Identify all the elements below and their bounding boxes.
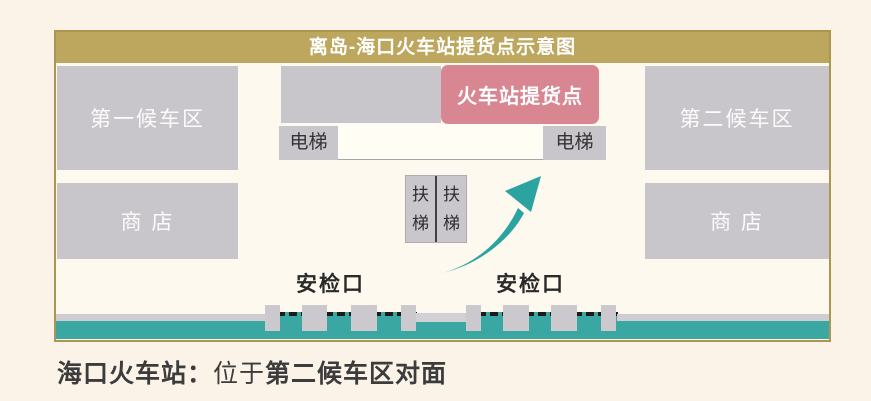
escalator-right-cell: 扶梯 xyxy=(435,176,466,242)
security-pillar xyxy=(551,305,577,331)
caption-station: 海口火车站： xyxy=(57,360,214,388)
zone-label: 商 店 xyxy=(710,211,764,234)
elevator-right-label: 电梯 xyxy=(555,132,594,153)
curb-segment xyxy=(56,314,265,321)
escalator-label: 扶梯 xyxy=(443,185,460,233)
security-gate-1-label: 安检口 xyxy=(296,273,365,296)
escalator-left-cell: 扶梯 xyxy=(406,176,435,242)
caption: 海口火车站：位于第二候车区对面 xyxy=(57,354,447,390)
direction-arrow-icon xyxy=(443,176,541,273)
caption-connector: 位于 xyxy=(213,360,266,388)
security-dashed-line-1 xyxy=(265,312,417,316)
pickup-label: 火车站提货点 xyxy=(457,86,583,108)
security-passage-2 xyxy=(466,312,618,322)
zone-label: 第二候车区 xyxy=(679,108,795,131)
curb-segment xyxy=(415,313,467,322)
diagram-title: 离岛-海口火车站提货点示意图 xyxy=(56,32,829,63)
zone-shop-right: 商 店 xyxy=(645,183,829,259)
security-pillar xyxy=(351,305,377,331)
security-dashed-line-2 xyxy=(466,312,618,316)
security-pillar xyxy=(601,305,616,331)
security-gate-2-label: 安检口 xyxy=(496,273,565,296)
security-passage-1 xyxy=(265,312,417,322)
zone-pickup-point: 火车站提货点 xyxy=(441,65,599,124)
zone-center-block xyxy=(281,66,441,123)
elevator-left-label: 电梯 xyxy=(289,132,328,153)
security-pillar xyxy=(401,305,416,331)
platform-edge-bar xyxy=(56,320,829,339)
escalator-block: 扶梯 扶梯 xyxy=(405,175,467,243)
escalator-label: 扶梯 xyxy=(412,185,429,233)
elevator-bar: 电梯 电梯 xyxy=(279,124,606,160)
zone-label: 第一候车区 xyxy=(90,108,205,131)
zone-shop-left: 商 店 xyxy=(57,183,238,259)
zone-label: 商 店 xyxy=(120,211,175,234)
security-pillar xyxy=(302,305,327,331)
security-pillar xyxy=(265,305,280,331)
security-pillar xyxy=(503,305,529,331)
curb-segment xyxy=(617,314,829,321)
elevator-opening xyxy=(338,124,543,160)
zone-waiting-area-1: 第一候车区 xyxy=(57,66,238,170)
caption-location: 第二候车区对面 xyxy=(265,360,448,388)
security-pillar xyxy=(466,305,481,331)
zone-waiting-area-2: 第二候车区 xyxy=(645,66,829,170)
